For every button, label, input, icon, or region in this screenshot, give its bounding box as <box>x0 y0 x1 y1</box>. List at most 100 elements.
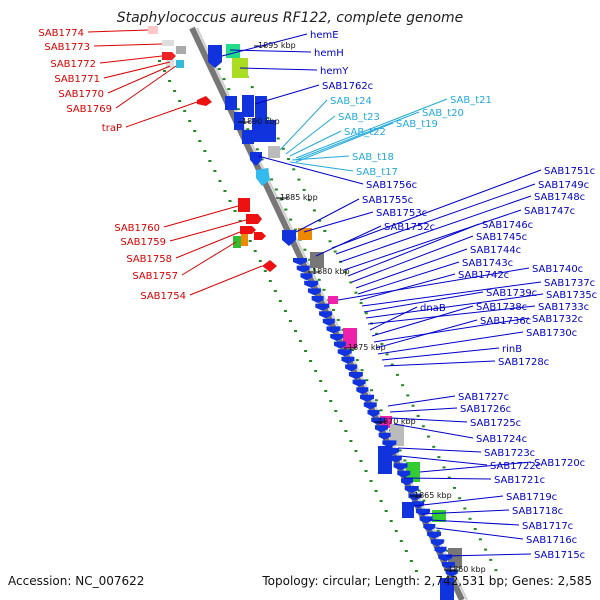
left-gene-label[interactable]: SAB1758 <box>126 254 172 265</box>
trna-gene-label[interactable]: SAB_t20 <box>422 108 464 119</box>
gene-arrow[interactable] <box>333 341 346 349</box>
right-gene-label[interactable]: SAB1735c <box>546 290 597 301</box>
gene-arrow[interactable] <box>300 273 313 281</box>
gene-arrow[interactable] <box>389 455 402 463</box>
gene-arrow[interactable] <box>319 311 333 319</box>
left-gene-label[interactable]: SAB1769 <box>66 104 112 115</box>
left-gene-label[interactable]: SAB1771 <box>54 74 100 85</box>
left-gene-label[interactable]: SAB1770 <box>58 89 104 100</box>
feature-sab1756c[interactable] <box>250 152 262 166</box>
gene-arrow[interactable] <box>345 364 358 372</box>
right-gene-label[interactable]: SAB1721c <box>494 475 545 486</box>
right-gene-label[interactable]: SAB1716c <box>526 535 577 546</box>
feature-sab1721c[interactable] <box>406 462 420 482</box>
feature-sab1762c-b[interactable] <box>242 95 254 117</box>
gene-arrow[interactable] <box>445 569 458 577</box>
gene-arrow[interactable] <box>427 531 442 539</box>
trna-gene-label[interactable]: SAB_t24 <box>330 96 372 107</box>
gene-arrow[interactable] <box>408 493 422 501</box>
gene-arrow[interactable] <box>360 394 375 402</box>
right-gene-label[interactable]: SAB1717c <box>522 521 573 532</box>
feature-sab1762c-e[interactable] <box>252 118 264 142</box>
feature-hemE[interactable] <box>208 45 222 68</box>
feature-sab1753c[interactable] <box>282 230 296 246</box>
left-gene-label[interactable]: SAB1757 <box>132 271 178 282</box>
left-gene-label[interactable]: SAB1772 <box>50 59 96 70</box>
gene-arrow[interactable] <box>337 349 352 357</box>
feature-sab1751c[interactable] <box>310 252 324 268</box>
gene-arrow[interactable] <box>341 356 355 364</box>
right-gene-label[interactable]: SAB1715c <box>534 550 585 561</box>
gene-arrow[interactable] <box>363 402 377 410</box>
feature-sab1769[interactable] <box>176 60 184 68</box>
gene-arrow[interactable] <box>423 524 436 531</box>
right-gene-label[interactable]: SAB1744c <box>470 245 521 256</box>
trna-gene-label[interactable]: SAB_t21 <box>450 95 492 106</box>
right-gene-label[interactable]: SAB1727c <box>458 392 509 403</box>
gene-arrow[interactable] <box>326 326 341 334</box>
right-gene-label[interactable]: SAB1722c <box>490 461 541 472</box>
gene-arrow[interactable] <box>430 539 444 547</box>
right-gene-label[interactable]: SAB1756c <box>366 180 417 191</box>
right-gene-label[interactable]: SAB1724c <box>476 434 527 445</box>
feature-sab1771[interactable] <box>176 46 186 54</box>
right-gene-label[interactable]: SAB1742c <box>458 270 509 281</box>
gene-arrow[interactable] <box>441 562 455 569</box>
right-gene-label[interactable]: SAB1732c <box>532 314 583 325</box>
right-gene-label[interactable]: SAB1749c <box>538 180 589 191</box>
gene-arrow[interactable] <box>307 288 321 296</box>
right-gene-label[interactable]: SAB1751c <box>544 166 595 177</box>
feature-sab1719c[interactable] <box>402 502 414 518</box>
feature-sab1732c[interactable] <box>343 328 357 348</box>
gene-arrow[interactable] <box>397 470 411 478</box>
gene-arrow[interactable] <box>330 334 344 341</box>
feature-traP[interactable] <box>197 96 212 106</box>
feature-sab1774[interactable] <box>148 26 158 34</box>
gene-arrow[interactable] <box>400 478 413 486</box>
right-gene-label[interactable]: SAB1728c <box>498 357 549 368</box>
feature-sab1754[interactable] <box>262 260 277 272</box>
right-gene-label[interactable]: hemH <box>314 48 344 59</box>
gene-arrow[interactable] <box>315 303 330 311</box>
right-gene-label[interactable]: SAB1725c <box>470 418 521 429</box>
gene-arrow[interactable] <box>352 379 366 387</box>
feature-trna-cyan[interactable] <box>256 168 270 186</box>
left-gene-label[interactable]: SAB1773 <box>44 42 90 53</box>
trna-gene-label[interactable]: SAB_t17 <box>356 167 398 178</box>
left-gene-label[interactable]: traP <box>102 123 122 134</box>
feature-sab1760[interactable] <box>238 198 250 212</box>
right-gene-label[interactable]: SAB1752c <box>384 222 435 233</box>
feature-sab1758-a[interactable] <box>240 226 256 234</box>
right-gene-label[interactable]: dnaB <box>420 303 446 314</box>
gene-arrow[interactable] <box>296 265 310 273</box>
gene-arrow[interactable] <box>419 516 433 524</box>
feature-sab1762c-a[interactable] <box>225 96 237 110</box>
right-gene-label[interactable]: SAB1719c <box>506 492 557 503</box>
right-gene-label[interactable]: SAB1755c <box>362 195 413 206</box>
feature-sab1762c-f[interactable] <box>262 120 276 142</box>
trna-gene-label[interactable]: SAB_t19 <box>396 119 438 130</box>
right-gene-label[interactable]: hemE <box>310 30 339 41</box>
trna-gene-label[interactable]: SAB_t18 <box>352 152 394 163</box>
right-gene-label[interactable]: rinB <box>502 344 522 355</box>
feature-sab1772[interactable] <box>162 52 176 60</box>
feature-hemH[interactable] <box>226 44 240 58</box>
feature-sab1740c[interactable] <box>328 296 338 304</box>
right-gene-label[interactable]: SAB1730c <box>526 328 577 339</box>
feature-sab1773[interactable] <box>162 40 174 46</box>
trna-gene-label[interactable]: SAB_t23 <box>338 112 380 123</box>
gene-arrow[interactable] <box>367 410 380 417</box>
gene-arrow[interactable] <box>393 463 408 471</box>
feature-sab1714c[interactable] <box>440 578 454 600</box>
gene-arrow[interactable] <box>371 417 386 425</box>
right-gene-label[interactable]: SAB1753c <box>376 208 427 219</box>
feature-sab1757b[interactable] <box>241 234 248 246</box>
right-gene-label[interactable]: SAB1737c <box>544 278 595 289</box>
gene-arrow[interactable] <box>304 280 319 288</box>
right-gene-label[interactable]: SAB1748c <box>534 192 585 203</box>
right-gene-label[interactable]: hemY <box>320 66 349 77</box>
left-gene-label[interactable]: SAB1760 <box>114 223 160 234</box>
right-gene-label[interactable]: SAB1739c <box>486 288 537 299</box>
gene-arrow[interactable] <box>434 546 447 554</box>
gene-arrow[interactable] <box>311 296 324 303</box>
